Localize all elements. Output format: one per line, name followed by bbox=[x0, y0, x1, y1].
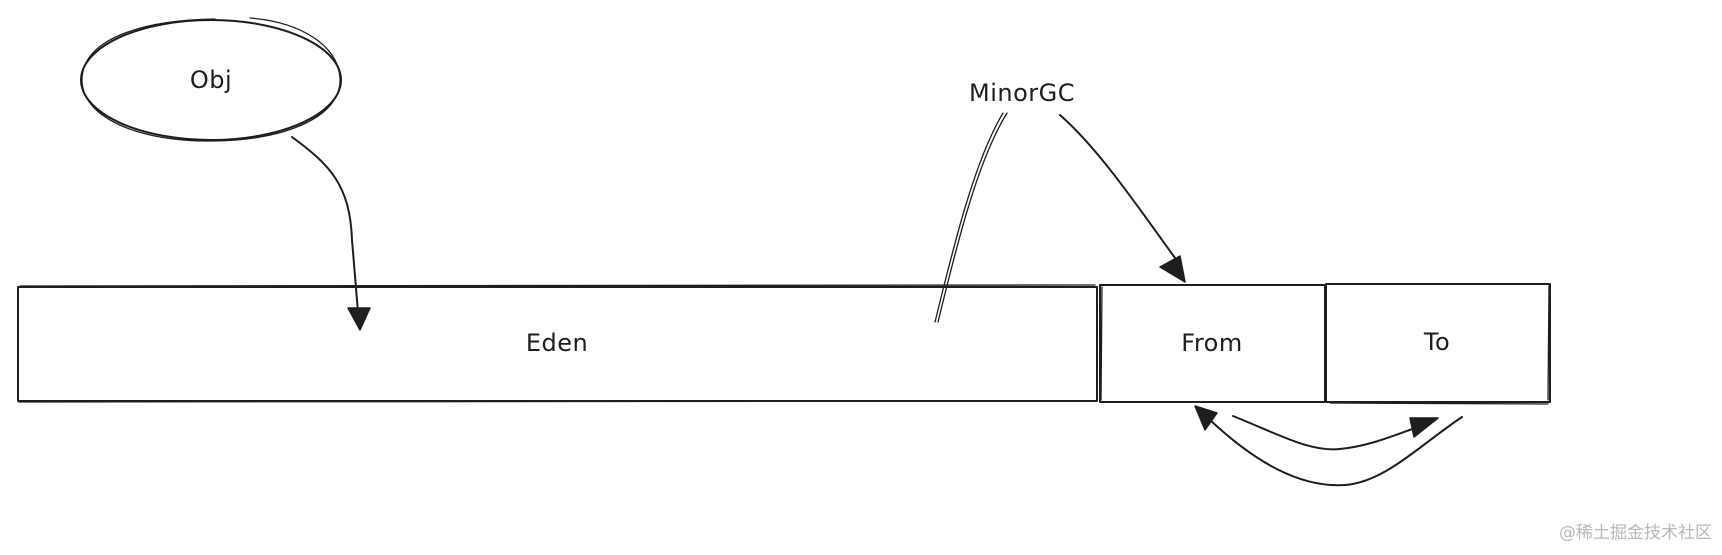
obj-to-eden-arrow bbox=[291, 136, 371, 331]
to-box[interactable] bbox=[1325, 283, 1551, 405]
obj-label: Obj bbox=[189, 66, 233, 94]
from-label: From bbox=[1181, 329, 1243, 357]
eden-label: Eden bbox=[525, 329, 589, 357]
to-label: To bbox=[1423, 328, 1451, 356]
minorgc-to-from-arrow bbox=[1059, 114, 1186, 283]
minorgc-label: MinorGC bbox=[969, 79, 1075, 107]
obj-ellipse[interactable] bbox=[80, 17, 342, 142]
eden-box[interactable] bbox=[17, 284, 1098, 403]
minorgc-to-eden-line bbox=[934, 112, 1008, 323]
from-to-to-arrow bbox=[1232, 415, 1439, 451]
watermark: @稀土掘金技术社区 bbox=[1559, 523, 1712, 543]
to-to-from-arrow bbox=[1194, 405, 1463, 487]
